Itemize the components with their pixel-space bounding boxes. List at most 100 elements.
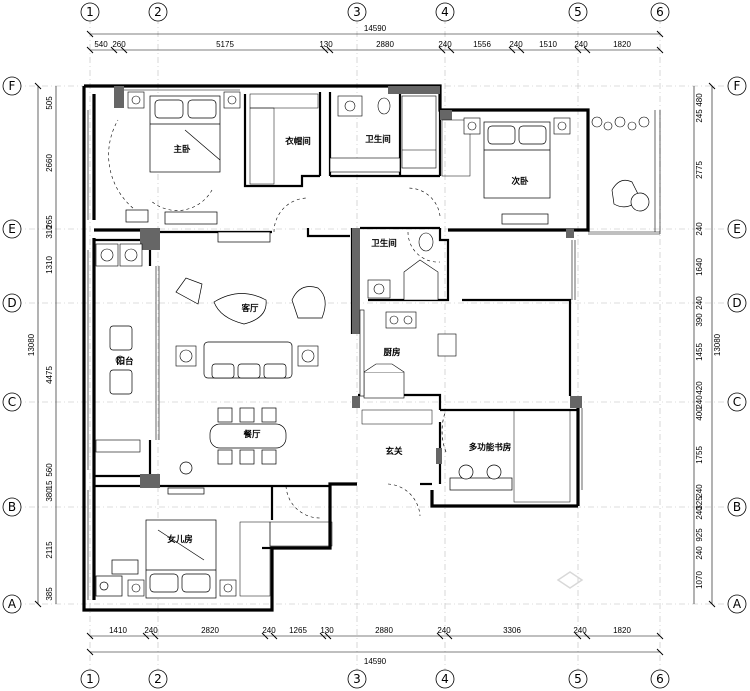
second-desk <box>501 213 549 225</box>
room-label-dining-room: 餐厅 <box>242 429 261 440</box>
master-bed <box>149 95 221 173</box>
master-bedside-lamps <box>127 91 241 109</box>
bottom-total-dim: 14590 <box>364 657 387 666</box>
axis-col-5-bottom: 5 <box>574 672 582 686</box>
right-dim-8: 1455 <box>695 343 704 361</box>
tv-cabinet <box>217 231 271 243</box>
balcony-left-furniture <box>109 325 133 395</box>
bottom-dim-7: 2880 <box>375 626 393 635</box>
axis-bubbles-top <box>80 2 670 22</box>
right-dim-15: 240 <box>695 506 704 520</box>
second-bed <box>483 121 551 199</box>
axis-col-1-top: 1 <box>86 5 94 19</box>
axis-col-3-top: 3 <box>353 5 361 19</box>
axis-row-F-left: F <box>9 79 16 93</box>
master-door-swing-2 <box>149 189 213 211</box>
bottom-dim-4: 240 <box>262 626 276 635</box>
axis-col-2-top: 2 <box>154 5 162 19</box>
left-dim-7: 560 <box>45 463 54 477</box>
room-label-balcony: 阳台 <box>116 356 134 367</box>
room-label-bathroom-mid: 卫生间 <box>371 238 397 249</box>
top-dim-5: 2880 <box>376 40 394 49</box>
bottom-dim-3: 2820 <box>201 626 219 635</box>
right-dim-3: 2775 <box>695 161 704 179</box>
axis-row-D-left: D <box>7 296 16 310</box>
axis-bubbles-right <box>727 76 747 614</box>
right-dim-13: 240 <box>695 484 704 498</box>
left-total-dim: 13080 <box>27 333 36 356</box>
room-label-living-room: 客厅 <box>240 303 259 314</box>
bottom-dim-2: 240 <box>144 626 158 635</box>
right-dim-11: 400 <box>695 407 704 421</box>
dimension-ticks <box>34 30 716 656</box>
wardrobe-hatching <box>239 93 571 597</box>
axis-col-4-bottom: 4 <box>441 672 449 686</box>
balcony-chair <box>611 179 650 212</box>
bottom-dim-8: 240 <box>437 626 451 635</box>
top-dim-1: 540 <box>94 40 108 49</box>
top-dim-10: 240 <box>574 40 588 49</box>
kitchen-fixtures <box>359 309 457 399</box>
bottom-dim-5: 1265 <box>289 626 307 635</box>
top-dim-7: 1556 <box>473 40 491 49</box>
balcony-plants <box>591 116 650 131</box>
right-dim-1: 480 <box>695 93 704 107</box>
daughter-bed <box>145 519 217 599</box>
axis-row-D-right: D <box>732 296 741 310</box>
axis-row-A-right: A <box>733 597 742 611</box>
top-dim-2: 260 <box>112 40 126 49</box>
axis-bubbles-bottom <box>80 669 670 689</box>
dimension-lines <box>37 33 713 653</box>
axis-row-C-right: C <box>733 395 741 409</box>
axis-row-C-left: C <box>8 395 16 409</box>
daughter-tv <box>167 487 205 495</box>
axis-row-E-right: E <box>733 222 741 236</box>
room-label-kitchen: 厨房 <box>383 347 400 358</box>
right-dim-6: 240 <box>695 296 704 310</box>
right-dim-12: 1755 <box>695 446 704 464</box>
second-bedside-lamps <box>463 117 571 135</box>
master-door-swing <box>108 119 149 219</box>
living-chairs <box>175 277 326 319</box>
right-dim-5: 1640 <box>695 258 704 276</box>
axis-col-6-top: 6 <box>656 5 664 19</box>
left-dim-5: 1310 <box>45 256 54 274</box>
top-total-dim: 14590 <box>364 24 387 33</box>
daughter-bedside-lamps <box>127 579 237 597</box>
exterior-walls <box>82 84 590 612</box>
left-dim-11: 385 <box>45 587 54 601</box>
right-dim-4: 240 <box>695 222 704 236</box>
left-dim-6: 4475 <box>45 366 54 384</box>
room-label-walk-in-closet: 衣帽间 <box>285 136 311 147</box>
bottom-dim-10: 240 <box>573 626 587 635</box>
right-dim-10: 240 <box>695 395 704 409</box>
left-dim-3: 265 <box>45 215 54 229</box>
top-dim-4: 130 <box>319 40 333 49</box>
axis-row-F-right: F <box>734 79 741 93</box>
axis-bubbles-left <box>2 76 22 614</box>
right-dim-9: 420 <box>695 381 704 395</box>
axis-col-2-bottom: 2 <box>154 672 162 686</box>
left-dim-1: 505 <box>45 96 54 110</box>
room-label-entrance: 玄关 <box>385 446 403 457</box>
master-desk <box>164 211 218 225</box>
axis-row-B-left: B <box>8 500 16 514</box>
bottom-dim-6: 130 <box>320 626 334 635</box>
room-label-bathroom-top: 卫生间 <box>365 134 391 145</box>
axis-row-A-left: A <box>8 597 17 611</box>
room-label-second-bedroom: 次卧 <box>511 176 529 187</box>
room-label-master-bedroom: 主卧 <box>173 144 191 155</box>
watermark-logo <box>556 571 584 589</box>
right-total-dim: 13080 <box>713 333 722 356</box>
bottom-dim-9: 3306 <box>503 626 521 635</box>
bathroom-top-fixtures <box>329 95 437 173</box>
top-dim-6: 240 <box>438 40 452 49</box>
top-dim-11: 1820 <box>613 40 631 49</box>
axis-col-1-bottom: 1 <box>86 672 94 686</box>
axis-col-4-top: 4 <box>441 5 449 19</box>
bottom-dim-1: 1410 <box>109 626 127 635</box>
axis-row-E-left: E <box>8 222 16 236</box>
structural-columns <box>114 86 582 488</box>
axis-col-6-bottom: 6 <box>656 672 664 686</box>
